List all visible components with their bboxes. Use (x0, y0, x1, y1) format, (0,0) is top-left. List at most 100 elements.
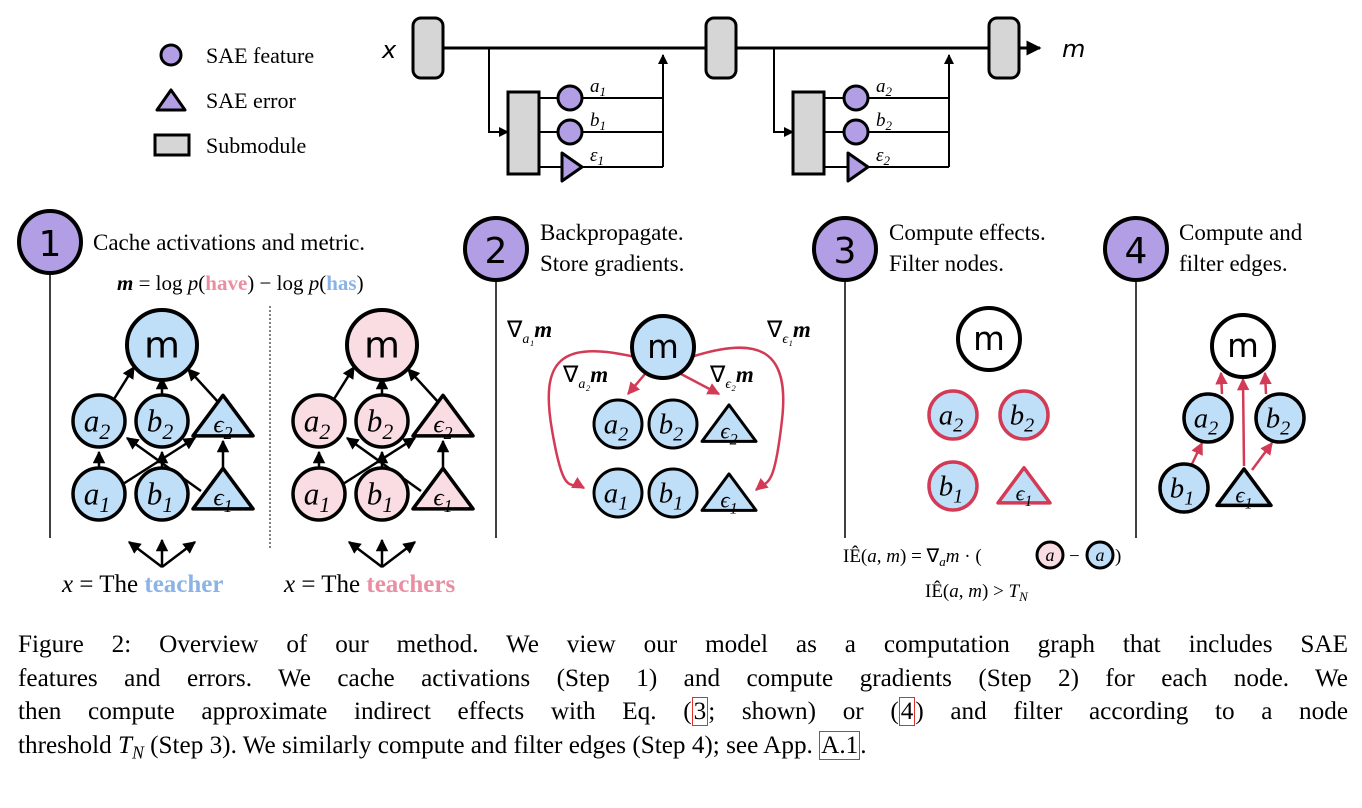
node-a2 (71, 393, 127, 449)
edge-arrow (1250, 441, 1274, 471)
node-a2 (1182, 392, 1234, 444)
node-a2 (291, 393, 347, 449)
edge-arrow (345, 436, 422, 493)
sae-feature-b1 (556, 118, 584, 146)
node-b2 (647, 398, 699, 450)
equation-ref-4[interactable]: 4 (898, 697, 916, 726)
node-label: ϵ1 (433, 482, 452, 515)
node-e2 (191, 393, 255, 438)
ie-formula: IÊ(a, m) = ∇am · ( a − a ) IÊ(a, m) > TN (843, 540, 1121, 604)
step-badge (812, 216, 878, 282)
step-title: filter edges. (1179, 251, 1288, 276)
node-m (956, 306, 1022, 372)
node-b2 (354, 393, 410, 449)
edge-arrow (128, 541, 163, 568)
node-label: a2 (84, 403, 111, 444)
legend-label: SAE error (206, 88, 296, 113)
node-m (125, 308, 199, 382)
node-m (345, 308, 419, 382)
step-number: 3 (834, 231, 857, 272)
node-label: ϵ2 (720, 419, 737, 449)
step-1: 1 Cache activations and metric. (17, 209, 365, 538)
node-label: b2 (147, 403, 174, 444)
submodule-block (411, 16, 445, 80)
svg-text:a2: a2 (876, 76, 893, 99)
metric-formula: m = log p(have) − log p(has) (117, 271, 364, 295)
node-label: b1 (1170, 473, 1194, 510)
svg-text:ε2: ε2 (876, 145, 891, 168)
node-label: b1 (939, 471, 963, 508)
sae-feature-b2 (842, 118, 870, 146)
step-title: Store gradients. (540, 251, 684, 276)
gradient-label-a2: ∇a₂m (562, 362, 608, 392)
node-label: a1 (84, 476, 111, 517)
node-label: a1 (304, 476, 331, 517)
sae-error-e1 (560, 151, 584, 183)
edge-arrow (161, 541, 196, 568)
gradient-arrow-a2 (627, 373, 646, 395)
sae-layer-2: a2 b2 ε2 (773, 48, 954, 183)
svg-text:IÊ(a, m) > TN: IÊ(a, m) > TN (925, 580, 1029, 604)
node-label: m (1227, 327, 1259, 365)
node-a1 (592, 467, 644, 519)
clean-node-a (1085, 540, 1115, 570)
node-m (1210, 313, 1276, 379)
node-label: m (144, 324, 180, 367)
caption-line: threshold TN (Step 3). We similarly comp… (18, 730, 867, 762)
node-label: b1 (147, 476, 174, 517)
node-e2 (700, 403, 758, 443)
sae-error-icon (155, 88, 187, 112)
edge-arrow (332, 365, 356, 400)
clean-input-text: x = The teacher (61, 571, 224, 598)
step-badge (1103, 216, 1169, 282)
submodule-block (987, 16, 1021, 80)
edge-arrow (381, 541, 416, 568)
node-label: b1 (367, 476, 394, 517)
node-a2 (592, 398, 644, 450)
submodule-block (704, 16, 738, 80)
node-a1 (71, 466, 127, 522)
step-title: Compute effects. (889, 220, 1046, 245)
gradient-arrow-e2 (680, 372, 721, 396)
node-e1 (191, 466, 255, 511)
svg-text:): ) (1115, 546, 1121, 567)
figure-caption: Figure 2: Overview of our method. We vie… (18, 628, 1348, 762)
node-label: ϵ1 (1016, 480, 1033, 510)
svg-text:a: a (1096, 545, 1105, 565)
edge-arrow (1236, 377, 1250, 467)
node-a2 (927, 389, 979, 441)
sae-feature-a1 (556, 84, 584, 112)
appendix-ref-a1[interactable]: A.1 (819, 730, 861, 760)
node-label: ϵ2 (433, 409, 452, 442)
edge-arrow (1259, 371, 1272, 395)
node-label: b2 (1266, 403, 1290, 440)
method-overview-figure: SAE feature SAE error Submodule x m (17, 16, 1306, 604)
step-title: Filter nodes. (889, 251, 1004, 276)
node-e1 (411, 466, 475, 511)
step-number: 1 (39, 224, 62, 265)
corrupt-input-text: x = The teachers (283, 571, 455, 598)
node-b2 (998, 389, 1050, 441)
node-label: m (973, 320, 1005, 358)
step-number: 2 (485, 231, 508, 272)
equation-ref-3[interactable]: 3 (691, 697, 709, 726)
submodule-block (506, 90, 541, 176)
step-title: Cache activations and metric. (93, 230, 365, 255)
edge-arrow (112, 365, 136, 400)
sae-feature-a2 (842, 84, 870, 112)
edge-arrow (1215, 371, 1228, 395)
step-3: 3 Compute effects. Filter nodes. (812, 216, 1046, 538)
node-b1 (1158, 462, 1210, 514)
step-title: Compute and (1179, 220, 1303, 245)
submodule-icon (153, 133, 191, 157)
svg-text:IÊ(a, m) = ∇am · (: IÊ(a, m) = ∇am · ( (843, 545, 982, 569)
node-label: b2 (367, 403, 394, 444)
node-e1 (996, 466, 1052, 505)
model-pipeline: x m a1 b1 ε1 (381, 16, 1085, 183)
node-b2 (134, 393, 190, 449)
svg-text:b2: b2 (876, 110, 893, 133)
caption-line: features and errors. We cache activation… (18, 664, 1348, 692)
node-label: a2 (939, 400, 963, 437)
